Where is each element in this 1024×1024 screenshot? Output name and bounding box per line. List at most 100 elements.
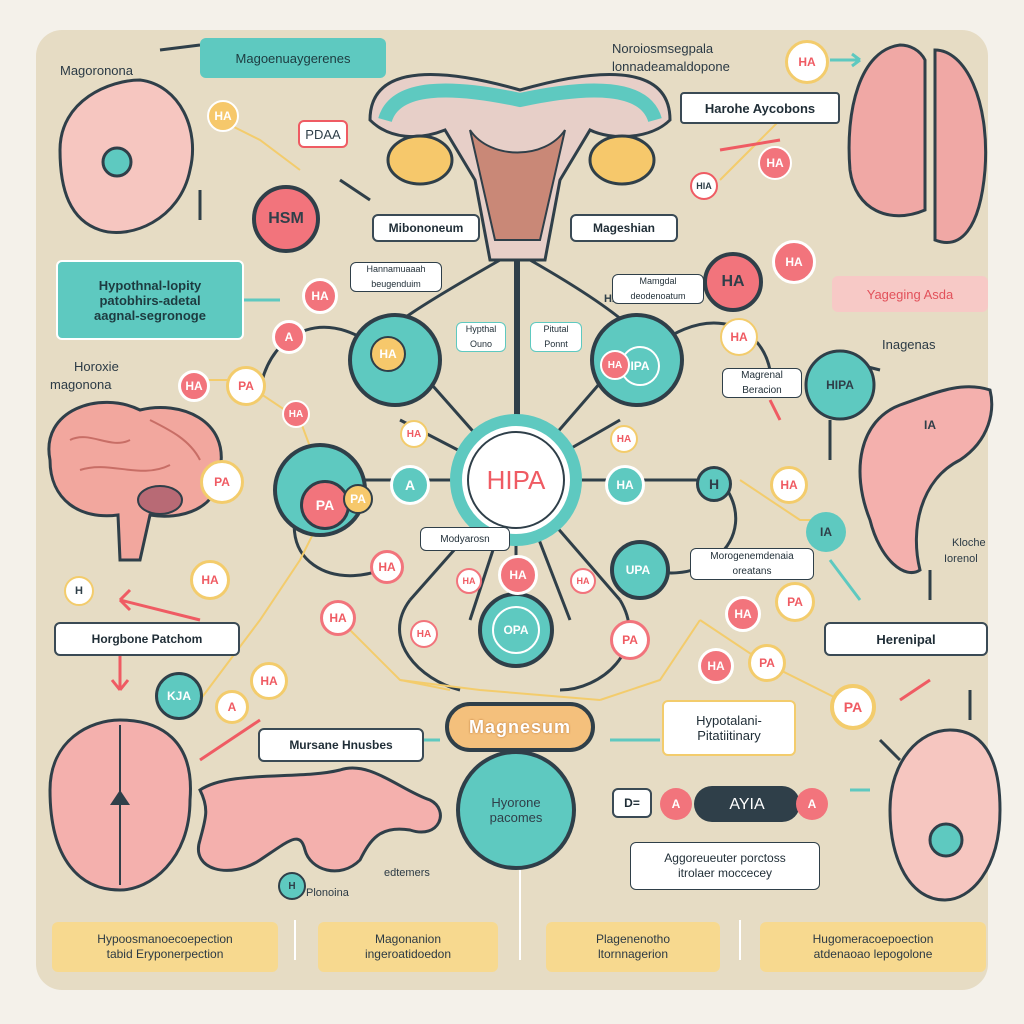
node-ha-12[interactable]: HA	[370, 336, 406, 372]
box-yageging-asda[interactable]: Yageging Asda	[832, 276, 988, 312]
box-aggreneuti[interactable]: Aggoreueuter porctoss itrolaer moccecey	[630, 842, 820, 890]
teal-box-line3: aagnal-segronoge	[94, 307, 206, 323]
node-ha-21[interactable]: HA	[498, 555, 538, 595]
badge-top-left[interactable]: Magoenuaygerenes	[200, 38, 386, 78]
label-pdaa[interactable]: PDAA	[298, 120, 348, 148]
box-hypothalamic-left[interactable]: Hypothnal-lopity patobhirs-adetal aagnal…	[56, 260, 244, 340]
footer-3-line2: ltornnagerion	[597, 947, 669, 961]
node-hsm[interactable]: HSM	[252, 185, 320, 253]
node-ha-1[interactable]: HA	[207, 100, 239, 132]
node-hipa-center[interactable]: HIPA	[486, 464, 546, 495]
box-hypothalami[interactable]: Hypotalani- Pitatiitinary	[662, 700, 796, 756]
node-h[interactable]: H	[696, 466, 732, 502]
footer-box-1[interactable]: Hypoosmanoecoepection tabid Eryponerpect…	[52, 922, 278, 972]
box-herenipal[interactable]: Herenipal	[824, 622, 988, 656]
mid-right-line1: Magrenal	[741, 370, 783, 381]
node-pa-1[interactable]: PA	[226, 366, 266, 406]
node-ha-9[interactable]: HA	[282, 400, 310, 428]
node-ha-24[interactable]: HA	[725, 596, 761, 632]
node-bottom-small[interactable]: H	[278, 872, 306, 900]
aggreneuti-line1: Aggoreueuter porctoss	[664, 851, 786, 865]
chip-a2[interactable]: A	[796, 788, 828, 820]
pill-ayia[interactable]: AYIA	[694, 786, 800, 822]
label-mibronegum[interactable]: Mibononeum	[372, 214, 480, 242]
node-pa-5[interactable]: PA	[610, 620, 650, 660]
node-ha-16[interactable]: HA	[400, 420, 428, 448]
small-right-line2: deodenoatum	[630, 291, 686, 301]
label-modyarn[interactable]: Modyarosn	[420, 527, 510, 551]
node-a-3[interactable]: A	[390, 465, 430, 505]
mid-right-line2: Beracion	[742, 385, 782, 396]
node-ha-19[interactable]: HA	[320, 600, 356, 636]
footer-1-line2: tabid Eryponerpection	[106, 947, 224, 961]
pill-magnesium[interactable]: Magnesum	[445, 702, 595, 752]
node-ha-4[interactable]: HA	[703, 252, 763, 312]
node-upa[interactable]: UPA	[618, 552, 658, 588]
footer-4-line1: Hugomeracoepoection	[812, 932, 934, 946]
pitutal-small-line1: Pitutal	[543, 324, 569, 334]
footer-dividers	[294, 870, 741, 960]
footer-2-line2: ingeroatidoedon	[364, 947, 452, 961]
node-ha-8[interactable]: HA	[178, 370, 210, 402]
node-pa-2[interactable]: PA	[200, 460, 244, 504]
footer-3-line1: Plagenenotho	[595, 932, 671, 946]
footer-box-4[interactable]: Hugomeracoepoection atdenaoao lepogolone	[760, 922, 986, 972]
node-ha-25[interactable]: HA	[698, 648, 734, 684]
organ-pancreas	[196, 766, 442, 873]
organ-lungs	[847, 43, 988, 244]
footer-4-line2: atdenaoao lepogolone	[813, 947, 933, 961]
node-ha-2[interactable]: HA	[785, 40, 829, 84]
aggreneuti-line2: itrolaer moccecey	[677, 866, 773, 880]
label-morogenem[interactable]: Morogenemdenaia oreatans	[690, 548, 814, 580]
node-pa-7[interactable]: PA	[748, 644, 786, 682]
node-pa-4[interactable]: PA	[343, 484, 373, 514]
teal-box-line2: patobhirs-adetal	[99, 292, 201, 308]
box-hormone-patch[interactable]: Horgbone Patchom	[54, 622, 240, 656]
node-ha-20[interactable]: HA	[456, 568, 482, 594]
box-mursane-hnusbes[interactable]: Mursane Hnusbes	[258, 728, 424, 762]
node-hia[interactable]: HIA	[690, 172, 718, 200]
node-a-2[interactable]: A	[215, 690, 249, 724]
node-ha-15[interactable]: HA	[770, 466, 808, 504]
node-ha-14[interactable]: HA	[605, 465, 645, 505]
node-ha-6[interactable]: HA	[720, 318, 758, 356]
label-magerhan[interactable]: Mageshian	[570, 214, 678, 242]
hyporone-line2: pacomes	[489, 810, 543, 825]
node-opa[interactable]: OPA	[492, 606, 540, 654]
badge-top-right[interactable]: Harohe Aycobons	[680, 92, 840, 124]
node-hipa-right[interactable]: HIPA	[826, 378, 854, 392]
node-kja[interactable]: KJA	[155, 672, 203, 720]
node-a-1[interactable]: A	[272, 320, 306, 354]
node-ia[interactable]: IA	[806, 512, 846, 552]
node-ha-3[interactable]: HA	[758, 146, 792, 180]
title-top-left: Magoronona	[60, 63, 133, 78]
node-pa-6[interactable]: PA	[775, 582, 815, 622]
chip-a1[interactable]: A	[660, 788, 692, 820]
node-pa-8[interactable]: PA	[830, 684, 876, 730]
organ-stomach	[858, 385, 994, 574]
coral-arrows	[110, 138, 931, 762]
node-ha-11[interactable]: HA	[250, 662, 288, 700]
footer-1-line1: Hypoosmanoecoepection	[97, 932, 233, 946]
node-ha-23[interactable]: HA	[570, 568, 596, 594]
node-ha-18[interactable]: HA	[370, 550, 404, 584]
label-pitutal-small: Pitutal Ponnt	[530, 322, 582, 352]
node-hj[interactable]: H	[64, 576, 94, 606]
node-pa-3[interactable]: PA	[300, 480, 350, 530]
hyporone-label: Hyorone pacomes	[470, 785, 562, 835]
hypothalami-line1: Hypotalani-	[696, 713, 762, 728]
node-ha-7[interactable]: HA	[302, 278, 338, 314]
pitutal-small-line2: Ponnt	[544, 339, 568, 349]
node-ha-13[interactable]: HA	[600, 350, 630, 380]
chip-left[interactable]: D=	[612, 788, 652, 818]
node-ha-5[interactable]: HA	[772, 240, 816, 284]
organ-brain	[47, 400, 223, 562]
node-ha-10[interactable]: HA	[190, 560, 230, 600]
morogenem-line1: Morogenemdenaia	[710, 551, 794, 562]
node-ha-22[interactable]: HA	[410, 620, 438, 648]
node-ha-17[interactable]: HA	[610, 425, 638, 453]
small-right-line1: Mamgdal	[639, 276, 677, 286]
footer-box-2[interactable]: Magonanion ingeroatidoedon	[318, 922, 498, 972]
footer-box-3[interactable]: Plagenenotho ltornnagerion	[546, 922, 720, 972]
